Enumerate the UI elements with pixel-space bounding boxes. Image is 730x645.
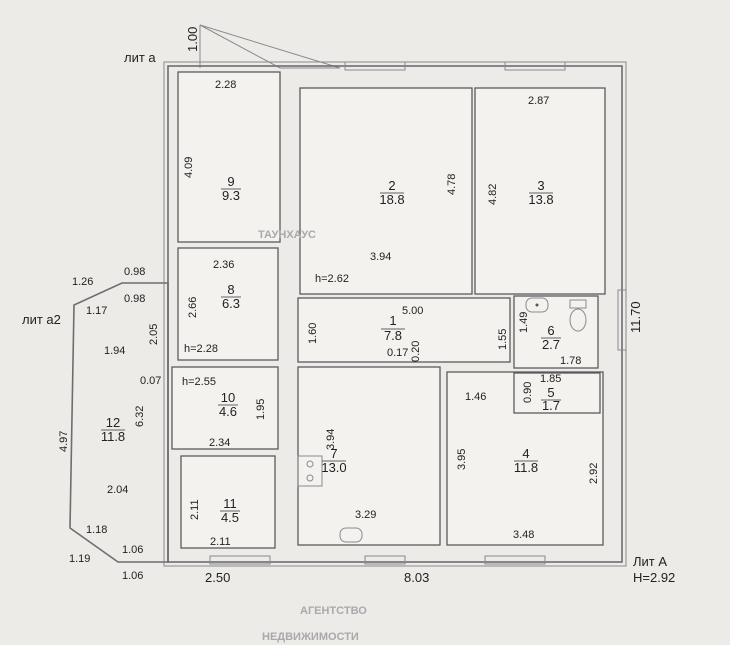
dim: 2.34 [209,437,230,449]
room-area: 9.3 [222,188,240,203]
watermark-line3: НЕДВИЖИМОСТИ [262,631,359,643]
dim: 1.00 [185,27,200,52]
dim: 1.18 [86,524,107,536]
dim: 2.50 [205,570,230,585]
sink-icon-kitchen [339,527,363,543]
room-number: 6 [547,323,554,338]
sink-icon [525,297,549,313]
room-area: 1.7 [542,398,560,413]
room-area: 4.6 [219,404,237,419]
label-lit-a: лит а [124,50,156,65]
watermark-line2: АГЕНТСТВО [300,605,367,617]
dim: 0.20 [410,341,422,362]
dim: 2.92 [588,463,600,484]
dim: 1.19 [69,553,90,565]
room-2 [299,87,473,295]
room-area: 2.7 [542,337,560,352]
dim: 3.29 [355,509,376,521]
room-area: 4.5 [221,510,239,525]
watermark: ТАУНХАУС АГЕНТСТВО НЕДВИЖИМОСТИ [258,229,367,643]
room-area: 7.8 [384,328,402,343]
dim: 0.98 [124,293,145,305]
dim: 0.17 [387,347,408,359]
room-8 [177,247,279,361]
watermark-line1: ТАУНХАУС [258,229,316,241]
stove-icon [297,455,323,487]
dim: 1.06 [122,570,143,582]
dim: 2.05 [148,324,160,345]
dim: 1.78 [560,355,581,367]
dim: 1.49 [518,312,530,333]
windows [209,61,627,565]
room-area: 13.0 [321,460,346,475]
dim: 1.26 [72,276,93,288]
dim: 3.48 [513,529,534,541]
height-room-10: h=2.55 [182,376,216,388]
dim: 2.36 [213,259,234,271]
dim: 1.17 [86,305,107,317]
dim: 8.03 [404,570,429,585]
room-3 [474,87,606,295]
room-number: 1 [389,313,396,328]
room-area: 11.8 [101,429,125,444]
dim: 4.97 [58,431,70,452]
dim: 1.85 [540,373,561,385]
room-area: 18.8 [379,192,404,207]
dim: 6.32 [134,406,146,427]
room-area: 6.3 [222,296,240,311]
label-height-A: H=2.92 [633,570,675,585]
room-11 [180,455,276,549]
room-number: 4 [522,446,529,461]
dim: 1.55 [497,329,509,350]
dim: 1.94 [104,345,125,357]
dim: 2.66 [187,297,199,318]
stair-lit-a [199,24,341,69]
dim: 0.90 [522,382,534,403]
room-number: 2 [388,178,395,193]
room-number: 11 [223,496,237,511]
extension-a2 [69,282,169,563]
room-number: 5 [547,385,554,400]
room-labels: 2 18.8 3 13.8 9 9.3 8 6.3 1 7.8 6 2.7 5 … [101,174,560,525]
room-1 [297,297,511,363]
dim: 0.07 [140,375,161,387]
dim: 4.09 [183,157,195,178]
dim: 4.78 [446,174,458,195]
height-room-8: h=2.28 [184,343,218,355]
room-area: 13.8 [528,192,553,207]
room-number: 9 [227,174,234,189]
dim: 3.94 [325,429,337,450]
room-number: 10 [221,390,235,405]
dim: 2.11 [210,536,231,548]
dim: 2.87 [528,95,549,107]
label-lit-a2: лит а2 [22,312,61,327]
room-number: 8 [227,282,234,297]
dim: 11.70 [628,301,643,333]
dim: 2.28 [215,79,236,91]
dim: 5.00 [402,305,423,317]
label-lit-A: Лит А [633,554,667,569]
room-area: 11.8 [514,460,538,475]
dim: 1.60 [307,323,319,344]
dim: 1.95 [255,399,267,420]
room-number: 12 [106,415,120,430]
room-10 [171,366,279,450]
room-number: 7 [330,446,337,461]
dim: 0.98 [124,266,145,278]
room-number: 3 [537,178,544,193]
dim: 4.82 [487,184,499,205]
dimensions: 2.28 2.87 3.94 2.36 5.00 0.17 1.78 1.85 … [58,27,643,585]
dim: 3.95 [456,449,468,470]
room-5 [513,372,601,414]
dim: 1.06 [122,544,143,556]
dim: 1.46 [465,391,486,403]
toilet-icon [569,299,587,332]
height-room-2: h=2.62 [315,273,349,285]
room-9 [177,71,281,243]
dim: 3.94 [370,251,391,263]
dim: 2.04 [107,484,128,496]
dim: 2.11 [189,499,201,520]
